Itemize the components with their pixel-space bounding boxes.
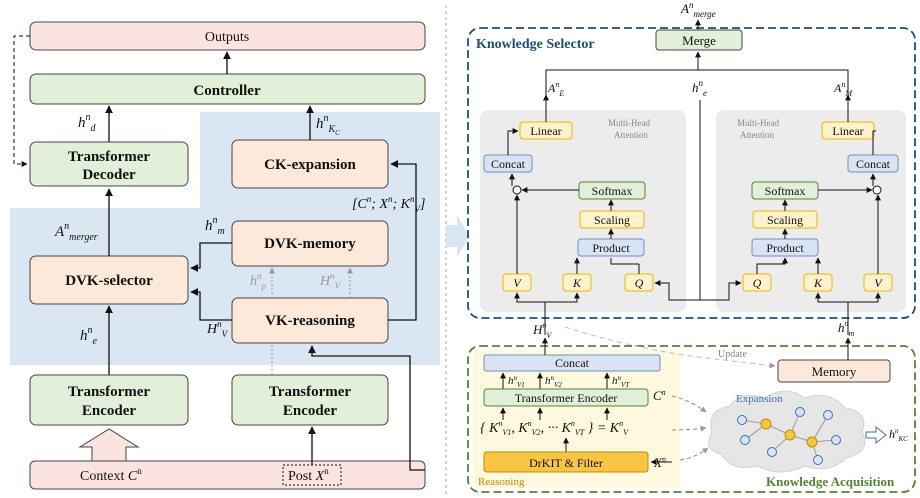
label-he-right: hne <box>692 78 707 98</box>
context-label: Context Cn <box>80 466 142 484</box>
outputs-label: Outputs <box>205 30 249 45</box>
graph-nodes <box>737 407 841 465</box>
arrow-outputs-feedback <box>13 35 30 167</box>
encoder-left-label-2: Encoder <box>82 403 137 419</box>
label-hm-right: hnm <box>838 319 855 338</box>
encoder-up-arrows <box>500 372 610 389</box>
he-arrows <box>654 100 742 301</box>
attention-left-arrows <box>507 51 701 274</box>
dvk-memory-label: DVK-memory <box>264 236 356 252</box>
expansion-label: Expansion <box>736 393 783 405</box>
label-amerge: Anmerge <box>680 0 716 19</box>
memory-label: Memory <box>812 364 857 379</box>
label-hv-right: HnV <box>532 321 552 340</box>
mult-node-right <box>872 185 882 195</box>
merge-box <box>655 29 743 51</box>
vk-reasoning-label: VK-reasoning <box>265 313 355 329</box>
merge-label: Merge <box>682 33 716 48</box>
memory-box <box>777 359 891 383</box>
concat-right-label: Concat <box>856 157 891 171</box>
product-right-label: Product <box>766 241 804 255</box>
scaling-left <box>579 210 645 229</box>
arrow-reasoning-to-ck <box>388 160 417 321</box>
concat-bottom <box>483 354 661 372</box>
softmax-right-label: Softmax <box>765 184 806 198</box>
drkit-label: DrKIT & Filter <box>529 456 603 470</box>
multihead-left-2: Attention <box>614 130 648 140</box>
arrow-reasoning-to-selector <box>190 288 232 321</box>
multihead-right-1: Multi-Head <box>737 118 779 128</box>
controller-label: Controller <box>193 83 261 99</box>
zoom-arrow <box>446 215 470 257</box>
linear-left-label: Linear <box>530 124 561 138</box>
mult-node-left <box>512 185 522 195</box>
decoder-label-1: Transformer <box>68 149 151 165</box>
v-right-label: V <box>874 276 883 290</box>
kv-up-arrows <box>500 407 610 452</box>
update-label: Update <box>718 349 747 360</box>
label-hkc-right: hnKC <box>889 427 908 443</box>
knowledge-acquisition-title: Knowledge Acquisition <box>766 474 895 489</box>
ck-expansion-label: CK-expansion <box>264 157 356 173</box>
concat-bottom-label: Concat <box>555 356 590 370</box>
context-bar <box>29 460 426 490</box>
decoder-label-2: Decoder <box>82 167 136 183</box>
label-kv-set: { KnV1, KnV2, ··· KnVT } = KnV <box>480 419 629 437</box>
dashed-to-graph <box>671 395 709 461</box>
label-ae: AnE <box>547 80 564 98</box>
knowledge-acquisition-panel <box>467 345 916 493</box>
concat-left-label: Concat <box>491 157 526 171</box>
product-left-label: Product <box>592 241 630 255</box>
encoder-left-label-1: Transformer <box>68 384 151 400</box>
dvk-selector-label: DVK-selector <box>65 273 153 289</box>
arrow-memory-to-selector <box>190 242 232 272</box>
transformer-encoder-bottom <box>483 388 649 407</box>
q-left-label: Q <box>635 276 644 290</box>
update-arrow <box>564 326 776 369</box>
q-right-label: Q <box>753 276 762 290</box>
encoder-right-label-1: Transformer <box>269 384 352 400</box>
transformer-encoder-right-box <box>231 374 389 426</box>
context-up-arrow <box>78 428 140 462</box>
scaling-right-label: Scaling <box>767 213 803 227</box>
encoder-right-label-2: Encoder <box>283 403 338 419</box>
multihead-left-1: Multi-Head <box>608 118 650 128</box>
drkit-box <box>483 451 649 473</box>
arrow-context-to-reasoning <box>308 345 425 471</box>
knowledge-selector-panel <box>467 27 916 319</box>
softmax-left-label: Softmax <box>592 184 633 198</box>
post-label: Post Xn <box>288 466 329 484</box>
expansion-output-arrow <box>865 425 887 445</box>
reasoning-label: Reasoning <box>478 476 525 488</box>
scaling-left-label: Scaling <box>594 213 630 227</box>
v-left-label: V <box>513 276 522 290</box>
knowledge-selector-title: Knowledge Selector <box>476 37 595 52</box>
k-right-label: K <box>813 276 823 290</box>
attention-right-arrows <box>698 69 881 274</box>
k-left-label: K <box>572 276 582 290</box>
hv-arrows <box>514 292 881 335</box>
label-am: AnM <box>833 80 853 98</box>
multihead-right-2: Attention <box>740 130 774 140</box>
transformer-encoder-bottom-label: Transformer Encoder <box>515 391 618 405</box>
linear-right-label: Linear <box>832 124 863 138</box>
label-hd: hnd <box>78 112 97 134</box>
